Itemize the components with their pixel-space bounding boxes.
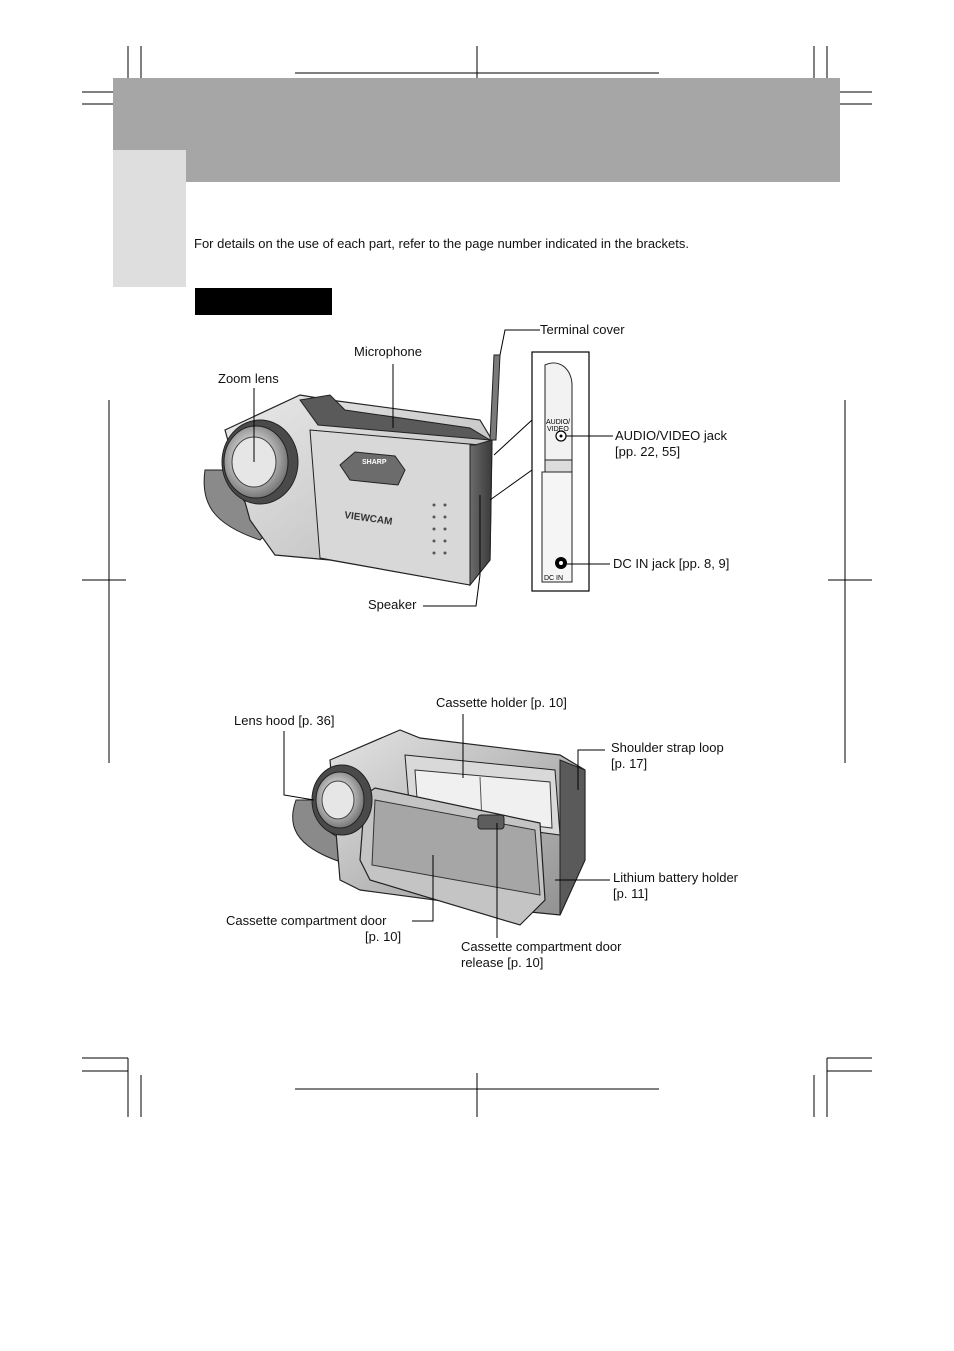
microphone-label: Microphone (354, 344, 422, 359)
cassette-door-page: [p. 10] (365, 929, 402, 944)
zoom-lens-label: Zoom lens (218, 371, 279, 386)
header-band (113, 78, 840, 182)
panel-video-label: VIDEO (547, 426, 569, 433)
cassette-holder-label: Cassette holder [p. 10] (436, 695, 567, 710)
intro-text: For details on the use of each part, ref… (194, 236, 690, 251)
lithium-battery-holder-page: [p. 11] (613, 886, 649, 901)
lithium-battery-holder-label: Lithium battery holder (613, 870, 739, 885)
cassette-door-release-page: release [p. 10] (461, 955, 544, 970)
cassette-door-label: Cassette compartment door (226, 913, 387, 928)
section-tab (113, 150, 186, 287)
audio-video-jack-label: AUDIO/VIDEO jack (615, 428, 727, 443)
audio-video-jack-pages: [pp. 22, 55] (615, 444, 681, 459)
panel-dcin-label: DC IN (544, 575, 563, 582)
lens-hood-label: Lens hood [p. 36] (234, 713, 335, 728)
dc-in-jack-label: DC IN jack [pp. 8, 9] (613, 556, 730, 571)
cassette-door-release-label: Cassette compartment door (461, 939, 622, 954)
sharp-logo: SHARP (362, 459, 387, 466)
shoulder-strap-loop-label: Shoulder strap loop (611, 740, 724, 755)
section-heading-bar (195, 288, 332, 315)
speaker-label: Speaker (368, 597, 417, 612)
shoulder-strap-loop-page: [p. 17] (611, 756, 648, 771)
terminal-cover-label: Terminal cover (540, 322, 625, 337)
panel-audio-label: AUDIO/ (546, 419, 570, 426)
